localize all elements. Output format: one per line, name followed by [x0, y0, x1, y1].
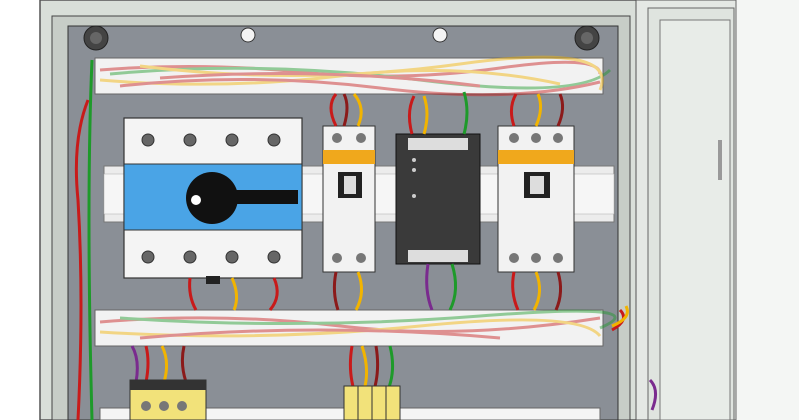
left-vertical-wires: [74, 59, 94, 420]
component-wires: [130, 91, 657, 411]
circuit-breaker-right[interactable]: [497, 125, 575, 273]
terminal-block-left[interactable]: [129, 379, 207, 420]
power-supply[interactable]: [395, 133, 481, 265]
top-duct-wires: [99, 55, 612, 97]
rotary-knob[interactable]: [186, 172, 238, 224]
bottom-wire-duct: [94, 309, 604, 347]
circuit-breaker-left[interactable]: [322, 125, 376, 273]
enclosure-door: [635, 0, 799, 420]
bottom-duct-wires: [99, 309, 617, 340]
corner-bolts: [83, 25, 600, 51]
top-wire-duct: [94, 57, 604, 95]
terminal-block-center[interactable]: [343, 385, 401, 420]
isolator-switch[interactable]: [123, 117, 303, 284]
